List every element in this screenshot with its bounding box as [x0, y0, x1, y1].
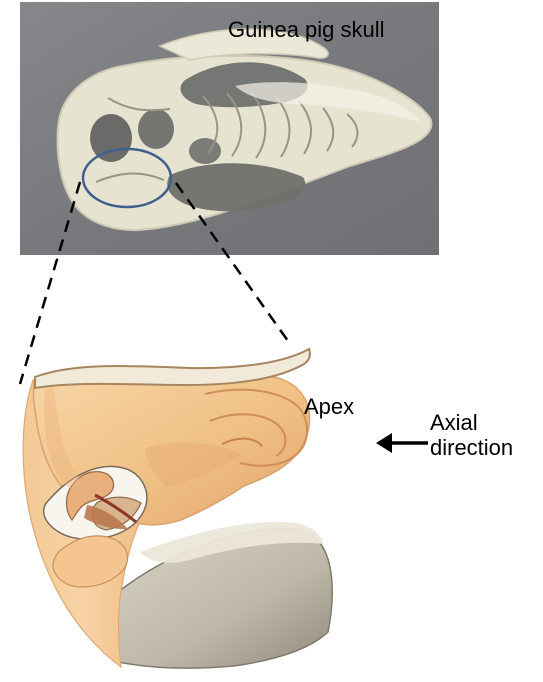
- cochlea-illustration: [23, 349, 332, 668]
- foramen-center: [189, 138, 221, 164]
- left-arrow-icon: [376, 433, 428, 453]
- foramen-right: [138, 109, 174, 149]
- axial-label-line-2: direction: [430, 436, 513, 461]
- foramen-left: [90, 114, 132, 162]
- apex-label: Apex: [304, 395, 354, 420]
- axial-label-line-1: Axial: [430, 411, 513, 436]
- axial-direction-label: Axial direction: [430, 411, 513, 460]
- skull-title-label: Guinea pig skull: [228, 18, 385, 43]
